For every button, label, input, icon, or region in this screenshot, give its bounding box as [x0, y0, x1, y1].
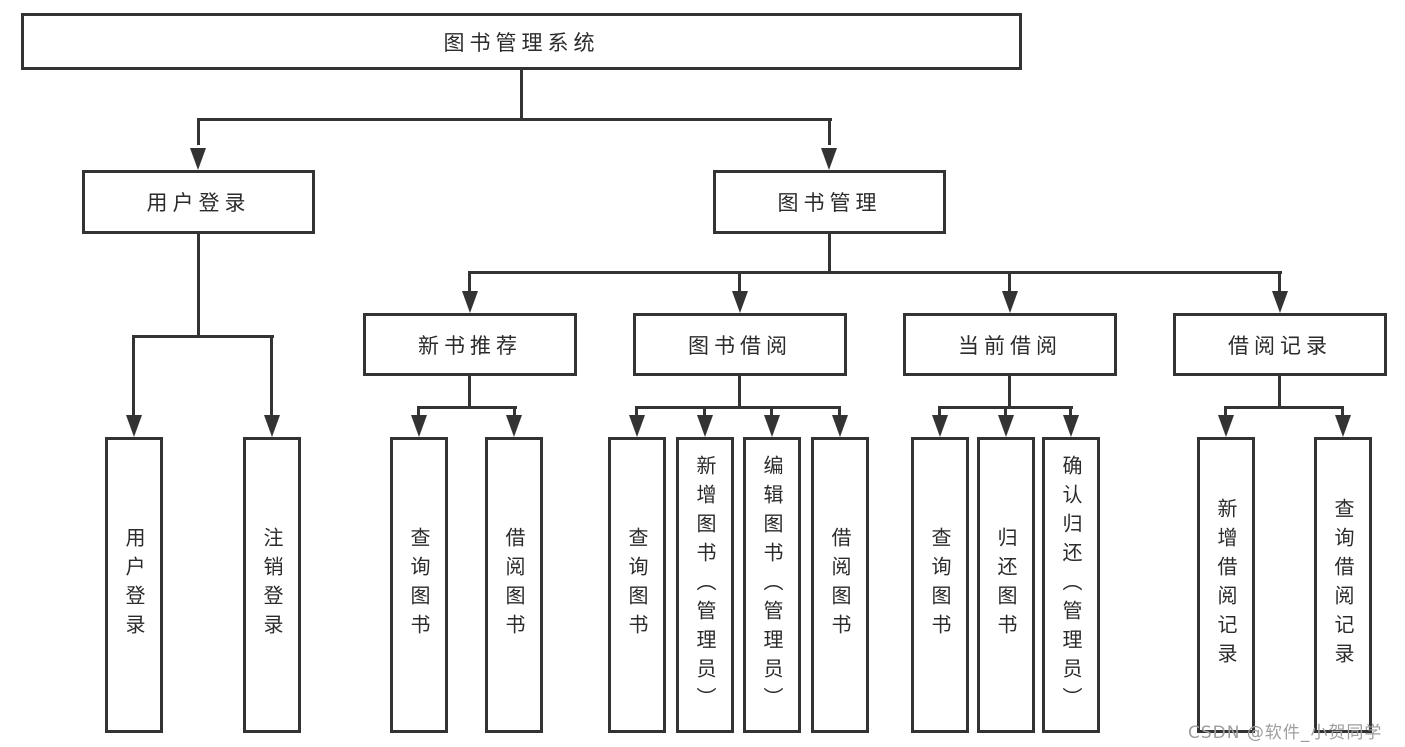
node-book-management-label: 图书管理	[777, 191, 882, 215]
leaf-borrowing-borrow-books: 借阅图书	[811, 437, 869, 733]
leaf-add-borrow-record: 新增借阅记录	[1197, 437, 1255, 733]
leaf-borrowing-query-books-label: 查询图书	[625, 527, 649, 643]
node-borrowing-records: 借阅记录	[1173, 313, 1387, 376]
arrow-down-icon	[126, 415, 142, 437]
connector-line	[520, 69, 523, 120]
node-user-login-label: 用户登录	[146, 191, 251, 215]
leaf-borrowing-query-books: 查询图书	[608, 437, 666, 733]
connector-line	[468, 376, 471, 409]
connector-line	[1224, 406, 1344, 409]
arrow-down-icon	[1002, 291, 1018, 313]
leaf-query-borrow-record-label: 查询借阅记录	[1331, 498, 1355, 672]
connector-line	[938, 409, 941, 417]
arrow-down-icon	[821, 148, 837, 170]
connector-line	[1224, 409, 1227, 417]
connector-line	[132, 335, 274, 338]
connector-line	[1278, 376, 1281, 409]
connector-line	[1069, 409, 1072, 417]
connector-line	[197, 121, 200, 145]
node-user-login: 用户登录	[82, 170, 315, 234]
arrow-down-icon	[732, 291, 748, 313]
connector-line	[770, 409, 773, 417]
arrow-down-icon	[764, 415, 780, 437]
connector-line	[417, 406, 517, 409]
node-borrowing-records-label: 借阅记录	[1228, 333, 1332, 358]
node-book-borrowing: 图书借阅	[633, 313, 847, 376]
connector-line	[197, 118, 832, 121]
arrow-down-icon	[1335, 415, 1351, 437]
leaf-user-login-label: 用户登录	[122, 527, 146, 643]
leaf-current-query-books-label: 查询图书	[928, 527, 952, 643]
node-book-management: 图书管理	[713, 170, 946, 234]
arrow-down-icon	[264, 415, 280, 437]
leaf-confirm-return-admin: 确认归还（管理员）	[1042, 437, 1100, 733]
leaf-user-login: 用户登录	[105, 437, 163, 733]
node-current-borrowing: 当前借阅	[903, 313, 1117, 376]
connector-line	[270, 338, 273, 416]
leaf-logout-label: 注销登录	[260, 527, 284, 643]
arrow-down-icon	[1272, 291, 1288, 313]
leaf-recommend-query-books-label: 查询图书	[407, 527, 431, 643]
arrow-down-icon	[832, 415, 848, 437]
arrow-down-icon	[932, 415, 948, 437]
connector-line	[1341, 409, 1344, 417]
connector-line	[468, 274, 471, 292]
arrow-down-icon	[411, 415, 427, 437]
leaf-borrowing-borrow-books-label: 借阅图书	[828, 527, 852, 643]
arrow-down-icon	[1218, 415, 1234, 437]
watermark: CSDN @软件_小贺同学	[1188, 723, 1383, 743]
connector-line	[513, 409, 516, 417]
leaf-edit-books-admin-label: 编辑图书（管理员）	[760, 454, 784, 716]
arrow-down-icon	[697, 415, 713, 437]
arrow-down-icon	[998, 415, 1014, 437]
leaf-add-books-admin: 新增图书（管理员）	[676, 437, 734, 733]
connector-line	[938, 406, 1073, 409]
connector-line	[738, 376, 741, 409]
connector-line	[635, 406, 841, 409]
connector-line	[635, 409, 638, 417]
leaf-query-borrow-record: 查询借阅记录	[1314, 437, 1372, 733]
leaf-add-borrow-record-label: 新增借阅记录	[1214, 498, 1238, 672]
connector-line	[132, 338, 135, 416]
connector-line	[1004, 409, 1007, 417]
node-current-borrowing-label: 当前借阅	[958, 333, 1062, 358]
leaf-current-query-books: 查询图书	[911, 437, 969, 733]
leaf-return-books-label: 归还图书	[994, 527, 1018, 643]
leaf-recommend-query-books: 查询图书	[390, 437, 448, 733]
arrow-down-icon	[1063, 415, 1079, 437]
connector-line	[738, 274, 741, 292]
leaf-add-books-admin-label: 新增图书（管理员）	[693, 454, 717, 716]
arrow-down-icon	[629, 415, 645, 437]
connector-line	[838, 409, 841, 417]
connector-line	[1008, 274, 1011, 292]
leaf-return-books: 归还图书	[977, 437, 1035, 733]
leaf-recommend-borrow-books-label: 借阅图书	[502, 527, 526, 643]
connector-line	[1278, 274, 1281, 292]
leaf-recommend-borrow-books: 借阅图书	[485, 437, 543, 733]
leaf-confirm-return-admin-label: 确认归还（管理员）	[1059, 454, 1083, 716]
arrow-down-icon	[506, 415, 522, 437]
connector-line	[828, 121, 831, 145]
node-book-borrowing-label: 图书借阅	[688, 333, 792, 358]
leaf-logout: 注销登录	[243, 437, 301, 733]
connector-line	[197, 234, 200, 338]
node-new-book-recommend: 新书推荐	[363, 313, 577, 376]
connector-line	[1008, 376, 1011, 409]
connector-line	[468, 271, 1282, 274]
node-new-book-recommend-label: 新书推荐	[418, 333, 522, 358]
node-library-management-system: 图书管理系统	[21, 13, 1022, 70]
arrow-down-icon	[190, 148, 206, 170]
arrow-down-icon	[462, 291, 478, 313]
connector-line	[417, 409, 420, 417]
connector-line	[703, 409, 706, 417]
leaf-edit-books-admin: 编辑图书（管理员）	[743, 437, 801, 733]
connector-line	[828, 234, 831, 274]
node-library-management-system-label: 图书管理系统	[443, 30, 600, 55]
